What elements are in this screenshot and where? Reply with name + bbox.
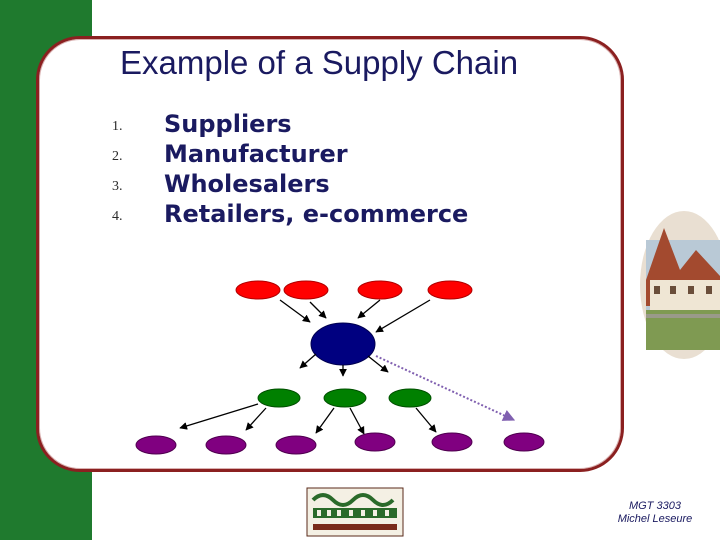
flow-arrow bbox=[357, 299, 381, 319]
list-label: Manufacturer bbox=[164, 140, 348, 168]
flow-arrow bbox=[309, 301, 327, 319]
supply-chain-diagram bbox=[135, 280, 545, 455]
university-logo bbox=[305, 486, 405, 538]
flow-arrow bbox=[349, 407, 365, 435]
ecommerce-arrow bbox=[375, 355, 516, 421]
retailer-node bbox=[354, 432, 396, 452]
flow-arrow bbox=[367, 355, 389, 373]
flow-arrow bbox=[279, 299, 311, 323]
list-number: 2. bbox=[112, 149, 123, 164]
retailer-node bbox=[275, 435, 317, 455]
supplier-node bbox=[235, 280, 281, 300]
flow-arrow bbox=[179, 403, 259, 430]
list-label: Wholesalers bbox=[164, 170, 330, 198]
list-label: Retailers, e-commerce bbox=[164, 200, 469, 228]
house-photo bbox=[640, 211, 720, 359]
flow-arrow bbox=[415, 407, 437, 433]
supplier-node bbox=[427, 280, 473, 300]
flow-arrow bbox=[245, 407, 267, 431]
course-code: MGT 3303 bbox=[629, 500, 681, 512]
supplier-node bbox=[357, 280, 403, 300]
retailer-node bbox=[135, 435, 177, 455]
flow-arrow bbox=[299, 353, 317, 369]
list-number: 1. bbox=[112, 119, 123, 134]
retailer-node bbox=[431, 432, 473, 452]
author-name: Michel Leseure bbox=[617, 513, 693, 525]
supplier-node bbox=[283, 280, 329, 300]
wholesaler-node bbox=[257, 388, 301, 408]
manufacturer-node bbox=[310, 322, 376, 366]
wholesaler-node bbox=[323, 388, 367, 408]
retailer-node bbox=[205, 435, 247, 455]
flow-arrow bbox=[375, 299, 431, 333]
list-number: 4. bbox=[112, 209, 123, 224]
list-label: Suppliers bbox=[164, 110, 292, 138]
retailer-node bbox=[503, 432, 545, 452]
footer-credit: MGT 3303 Michel Leseure bbox=[590, 500, 720, 526]
list-number: 3. bbox=[112, 179, 123, 194]
wholesaler-node bbox=[388, 388, 432, 408]
slide-title: Example of a Supply Chain bbox=[120, 44, 519, 81]
flow-arrow bbox=[315, 407, 335, 434]
